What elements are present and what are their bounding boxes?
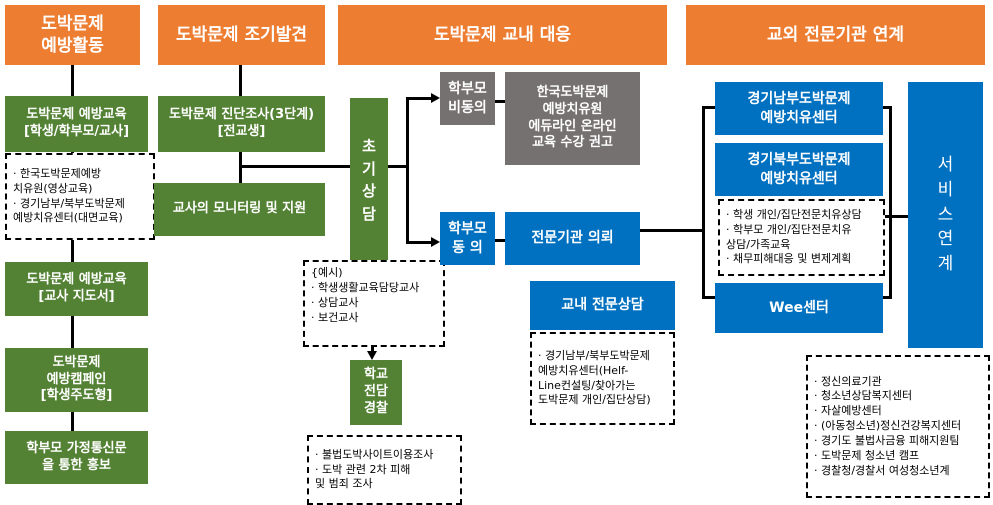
- connector: [406, 97, 432, 100]
- connector: [388, 165, 408, 168]
- connector: [240, 165, 350, 168]
- note-item: · 경찰청/경찰서 여성청소년계: [814, 463, 950, 477]
- arrow-right-icon: [431, 93, 440, 103]
- school-police: 학교 전담 경찰: [350, 360, 402, 425]
- note-item: · 상담교사: [311, 295, 359, 309]
- parent-agree: 학부모 동 의: [440, 212, 495, 265]
- connector: [495, 100, 505, 103]
- parent-newsletter: 학부모 가정통신문 을 통한 홍보: [5, 431, 148, 484]
- connector: [406, 97, 409, 244]
- service-link-notes: · 정신의료기관 · 청소년상담복지센터 · 자살예방센터 · (아동청소년)정…: [806, 355, 990, 498]
- diagnostic-survey: 도박문제 진단조사(3단계) [전교생]: [158, 96, 325, 152]
- connector: [883, 296, 892, 299]
- note-item: · 경기남부/북부도박문제 예방치유센터(Helf- Line컨설팅/찾아가는 …: [538, 348, 651, 407]
- center-services-notes: · 학생 개인/집단전문치유상담 · 학부모 개인/집단전문치유 상담/가족교육…: [718, 199, 885, 276]
- school-counseling: 교내 전문상담: [530, 281, 675, 330]
- note-item: · 경기남부/북부도박문제 예방치유센터(대면교육): [13, 196, 125, 225]
- note-item: · 학생생활교육담당교사: [311, 280, 420, 294]
- online-education-recommendation: 한국도박문제 예방치유원 에듀라인 온라인 교육 수강 권고: [505, 72, 640, 165]
- connector: [702, 106, 715, 109]
- note-item: · 도박 관련 2차 피해 및 범죄 조사: [315, 462, 411, 491]
- school-counseling-notes: · 경기남부/북부도박문제 예방치유센터(Helf- Line컨설팅/찾아가는 …: [530, 332, 675, 425]
- south-center: 경기남부도박문제 예방치유센터: [715, 82, 883, 135]
- note-item: · (아동청소년)정신건강복지센터: [814, 419, 962, 433]
- header-prevention: 도박문제 예방활동: [5, 5, 140, 65]
- header-external: 교외 전문기관 연계: [686, 5, 985, 65]
- school-police-notes: · 불법도박사이트이용조사 · 도박 관련 2차 피해 및 범죄 조사: [307, 435, 462, 505]
- prevention-education: 도박문제 예방교육 [학생/학부모/교사]: [5, 96, 148, 152]
- note-item: {예시): [311, 266, 343, 279]
- connector: [640, 229, 704, 232]
- connector: [885, 215, 908, 218]
- arrow-right-icon: [431, 237, 440, 247]
- arrow-down-icon: [367, 351, 377, 360]
- north-center: 경기북부도박문제 예방치유센터: [715, 143, 883, 196]
- specialist-referral: 전문기관 의뢰: [505, 212, 640, 265]
- teacher-monitoring: 교사의 모니터링 및 지원: [154, 183, 325, 236]
- initial-counseling: 초 기 상 담: [350, 98, 388, 262]
- connector: [71, 65, 74, 431]
- note-item: · 학부모 개인/집단전문치유 상담/가족교육: [726, 222, 852, 251]
- note-item: · 자살예방센터: [814, 404, 882, 418]
- connector: [889, 106, 892, 299]
- service-link: 서 비 스 연 계: [908, 82, 983, 348]
- connector: [702, 106, 705, 299]
- teacher-guide: 도박문제 예방교육 [교사 지도서]: [5, 262, 148, 316]
- prevention-education-notes: · 한국도박문제예방 치유원(영상교육) · 경기남부/북부도박문제 예방치유센…: [5, 153, 155, 240]
- note-item: · 불법도박사이트이용조사: [315, 447, 434, 461]
- note-item: · 청소년상담복지센터: [814, 389, 913, 403]
- connector: [883, 106, 892, 109]
- header-early-detection: 도박문제 조기발견: [158, 5, 325, 65]
- header-school-response: 도박문제 교내 대응: [338, 5, 667, 65]
- counselor-examples: {예시) · 학생생활교육담당교사 · 상담교사 · 보건교사: [303, 260, 445, 347]
- wee-center: Wee센터: [715, 283, 883, 333]
- note-item: · 채무피해대응 및 변제계획: [726, 252, 852, 266]
- parent-disagree: 학부모 비동의: [440, 72, 495, 125]
- note-item: · 보건교사: [311, 310, 359, 324]
- note-item: · 경기도 불법사금융 피해지원팀: [814, 433, 960, 447]
- connector: [702, 296, 715, 299]
- note-item: · 학생 개인/집단전문치유상담: [726, 207, 862, 221]
- note-item: · 한국도박문제예방 치유원(영상교육): [13, 166, 101, 195]
- connector: [406, 241, 432, 244]
- prevention-campaign: 도박문제 예방캠페인 [학생주도형]: [5, 348, 148, 412]
- note-item: · 도박문제 청소년 캠프: [814, 448, 920, 462]
- connector: [495, 239, 505, 242]
- note-item: · 정신의료기관: [814, 374, 882, 388]
